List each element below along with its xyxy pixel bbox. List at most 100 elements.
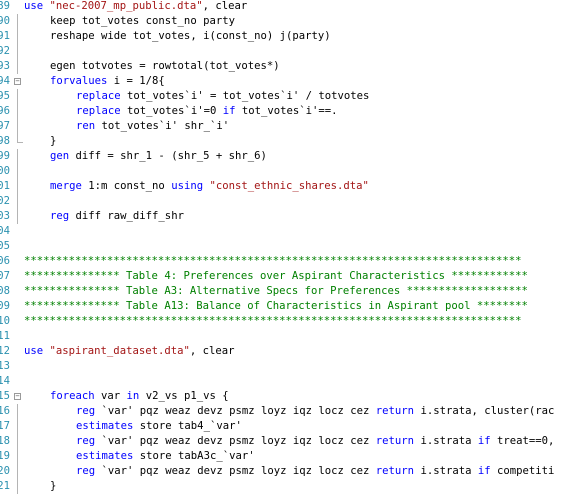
code-line[interactable]: 03 reg diff raw_diff_shr — [0, 209, 575, 224]
fold-guide — [17, 434, 18, 449]
code-text[interactable]: reg diff raw_diff_shr — [50, 209, 184, 224]
code-line[interactable]: 00 — [0, 164, 575, 179]
line-number: 03 — [0, 210, 10, 222]
code-line[interactable]: 02 — [0, 194, 575, 209]
code-line[interactable]: 89 use "nec-2007_mp_public.dta", clear — [0, 0, 575, 14]
code-text[interactable]: replace tot_votes`i' = tot_votes`i' / to… — [76, 89, 369, 104]
string-token: "aspirant_dataset.dta" — [49, 345, 190, 357]
code-text[interactable]: ****************************************… — [24, 254, 521, 269]
code-line[interactable]: 14 — [0, 374, 575, 389]
line-number-gutter — [0, 0, 14, 482]
fold-guide — [17, 479, 18, 494]
text-token: diff raw_diff_shr — [69, 210, 184, 222]
code-text[interactable]: reg `var' pqz weaz devz psmz loyz iqz lo… — [76, 464, 554, 479]
code-line[interactable]: 94−forvalues i = 1/8{ — [0, 74, 575, 89]
code-line[interactable]: 15− foreach var in v2_vs p1_vs { — [0, 389, 575, 404]
keyword-token: estimates — [76, 420, 134, 432]
line-number: 16 — [0, 405, 10, 417]
code-text[interactable]: reg `var' pqz weaz devz psmz loyz iqz lo… — [76, 404, 554, 419]
keyword-token: return — [375, 465, 415, 477]
fold-guide — [17, 194, 18, 209]
code-text[interactable]: merge 1:m const_no using "const_ethnic_s… — [50, 179, 369, 194]
comment-token: ****************************************… — [24, 315, 522, 327]
code-text[interactable]: gen diff = shr_1 - (shr_5 + shr_6) — [50, 149, 267, 164]
code-line[interactable]: 06**************************************… — [0, 254, 575, 269]
code-text[interactable]: estimates store tabA3c_`var' — [76, 449, 255, 464]
line-number: 00 — [0, 165, 10, 177]
keyword-token: merge — [50, 180, 82, 192]
code-text[interactable]: reg `var' pqz weaz devz psmz loyz iqz lo… — [76, 434, 554, 449]
text-token: } — [50, 135, 57, 147]
code-text[interactable]: estimates store tab4_`var' — [76, 419, 242, 434]
line-number: 18 — [0, 435, 10, 447]
code-line[interactable]: 11 — [0, 329, 575, 344]
keyword-token: in — [126, 390, 140, 402]
code-text[interactable]: reshape wide tot_votes, i(const_no) j(pa… — [50, 29, 331, 44]
code-text[interactable]: use "aspirant_dataset.dta", clear — [24, 344, 235, 359]
text-token: `var' pqz weaz devz psmz loyz iqz locz c… — [95, 405, 376, 417]
line-number: 19 — [0, 450, 10, 462]
code-line[interactable]: 98} — [0, 134, 575, 149]
text-token: tot_votes`i' = tot_votes`i' / totvotes — [120, 90, 370, 102]
code-text[interactable]: egen totvotes = rowtotal(tot_votes*) — [50, 59, 280, 74]
code-text[interactable]: use "nec-2007_mp_public.dta", clear — [24, 0, 247, 14]
code-line[interactable]: 09 *************** Table A13: Balance of … — [0, 299, 575, 314]
code-line[interactable]: 19 estimates store tabA3c_`var' — [0, 449, 575, 464]
code-text[interactable]: *************** Table A3: Alternative Sp… — [24, 284, 528, 299]
code-text[interactable]: *************** Table 4: Preferences ove… — [24, 269, 528, 284]
code-line[interactable]: 93 egen totvotes = rowtotal(tot_votes*) — [0, 59, 575, 74]
code-line[interactable]: 07*************** Table 4: Preferences o… — [0, 269, 575, 284]
line-number: 11 — [0, 330, 10, 342]
code-line[interactable]: 16 reg `var' pqz weaz devz psmz loyz iqz … — [0, 404, 575, 419]
code-line[interactable]: 18 reg `var' pqz weaz devz psmz loyz iqz … — [0, 434, 575, 449]
line-number: 15 — [0, 390, 10, 402]
line-number: 02 — [0, 195, 10, 207]
comment-token: *************** Table A3: Alternative Sp… — [24, 285, 528, 297]
code-line[interactable]: 21} — [0, 479, 575, 494]
code-line[interactable]: 92 — [0, 44, 575, 59]
code-line[interactable]: 04 — [0, 224, 575, 239]
fold-toggle-icon[interactable]: − — [14, 392, 21, 400]
fold-toggle-icon[interactable]: − — [14, 77, 21, 85]
comment-token: ****************************************… — [24, 255, 522, 267]
line-number: 10 — [0, 315, 10, 327]
code-text[interactable]: foreach var in v2_vs p1_vs { — [50, 389, 229, 404]
code-text[interactable]: keep tot_votes const_no party — [50, 14, 235, 29]
code-text[interactable]: ****************************************… — [24, 314, 521, 329]
code-text[interactable]: *************** Table A13: Balance of Ch… — [24, 299, 528, 314]
code-line[interactable]: 13 — [0, 359, 575, 374]
code-text[interactable]: replace tot_votes`i'=0 if tot_votes`i'==… — [76, 104, 338, 119]
code-line[interactable]: 05 — [0, 239, 575, 254]
fold-guide — [17, 29, 18, 44]
fold-margin[interactable] — [14, 0, 24, 482]
code-text[interactable]: forvalues i = 1/8{ — [50, 74, 165, 89]
text-token: 1:m const_no — [81, 180, 172, 192]
code-text[interactable]: } — [50, 134, 56, 149]
line-number: 14 — [0, 375, 10, 387]
text-token: , clear — [189, 345, 235, 357]
line-number: 89 — [0, 0, 10, 12]
code-line[interactable]: 10 **************************************… — [0, 314, 575, 329]
line-number: 93 — [0, 60, 10, 72]
fold-guide — [17, 89, 18, 104]
code-text[interactable]: ren tot_votes`i' shr_`i' — [76, 119, 229, 134]
line-number: 09 — [0, 300, 10, 312]
code-line[interactable]: 08*************** Table A3: Alternative … — [0, 284, 575, 299]
line-number: 21 — [0, 480, 10, 492]
text-token: store tabA3c_`var' — [133, 450, 255, 462]
fold-guide — [17, 404, 18, 419]
code-text[interactable]: } — [50, 479, 56, 494]
text-token: i.strata, cluster(rac — [414, 405, 555, 417]
text-token: diff = shr_1 - (shr_5 + shr_6) — [69, 150, 267, 162]
